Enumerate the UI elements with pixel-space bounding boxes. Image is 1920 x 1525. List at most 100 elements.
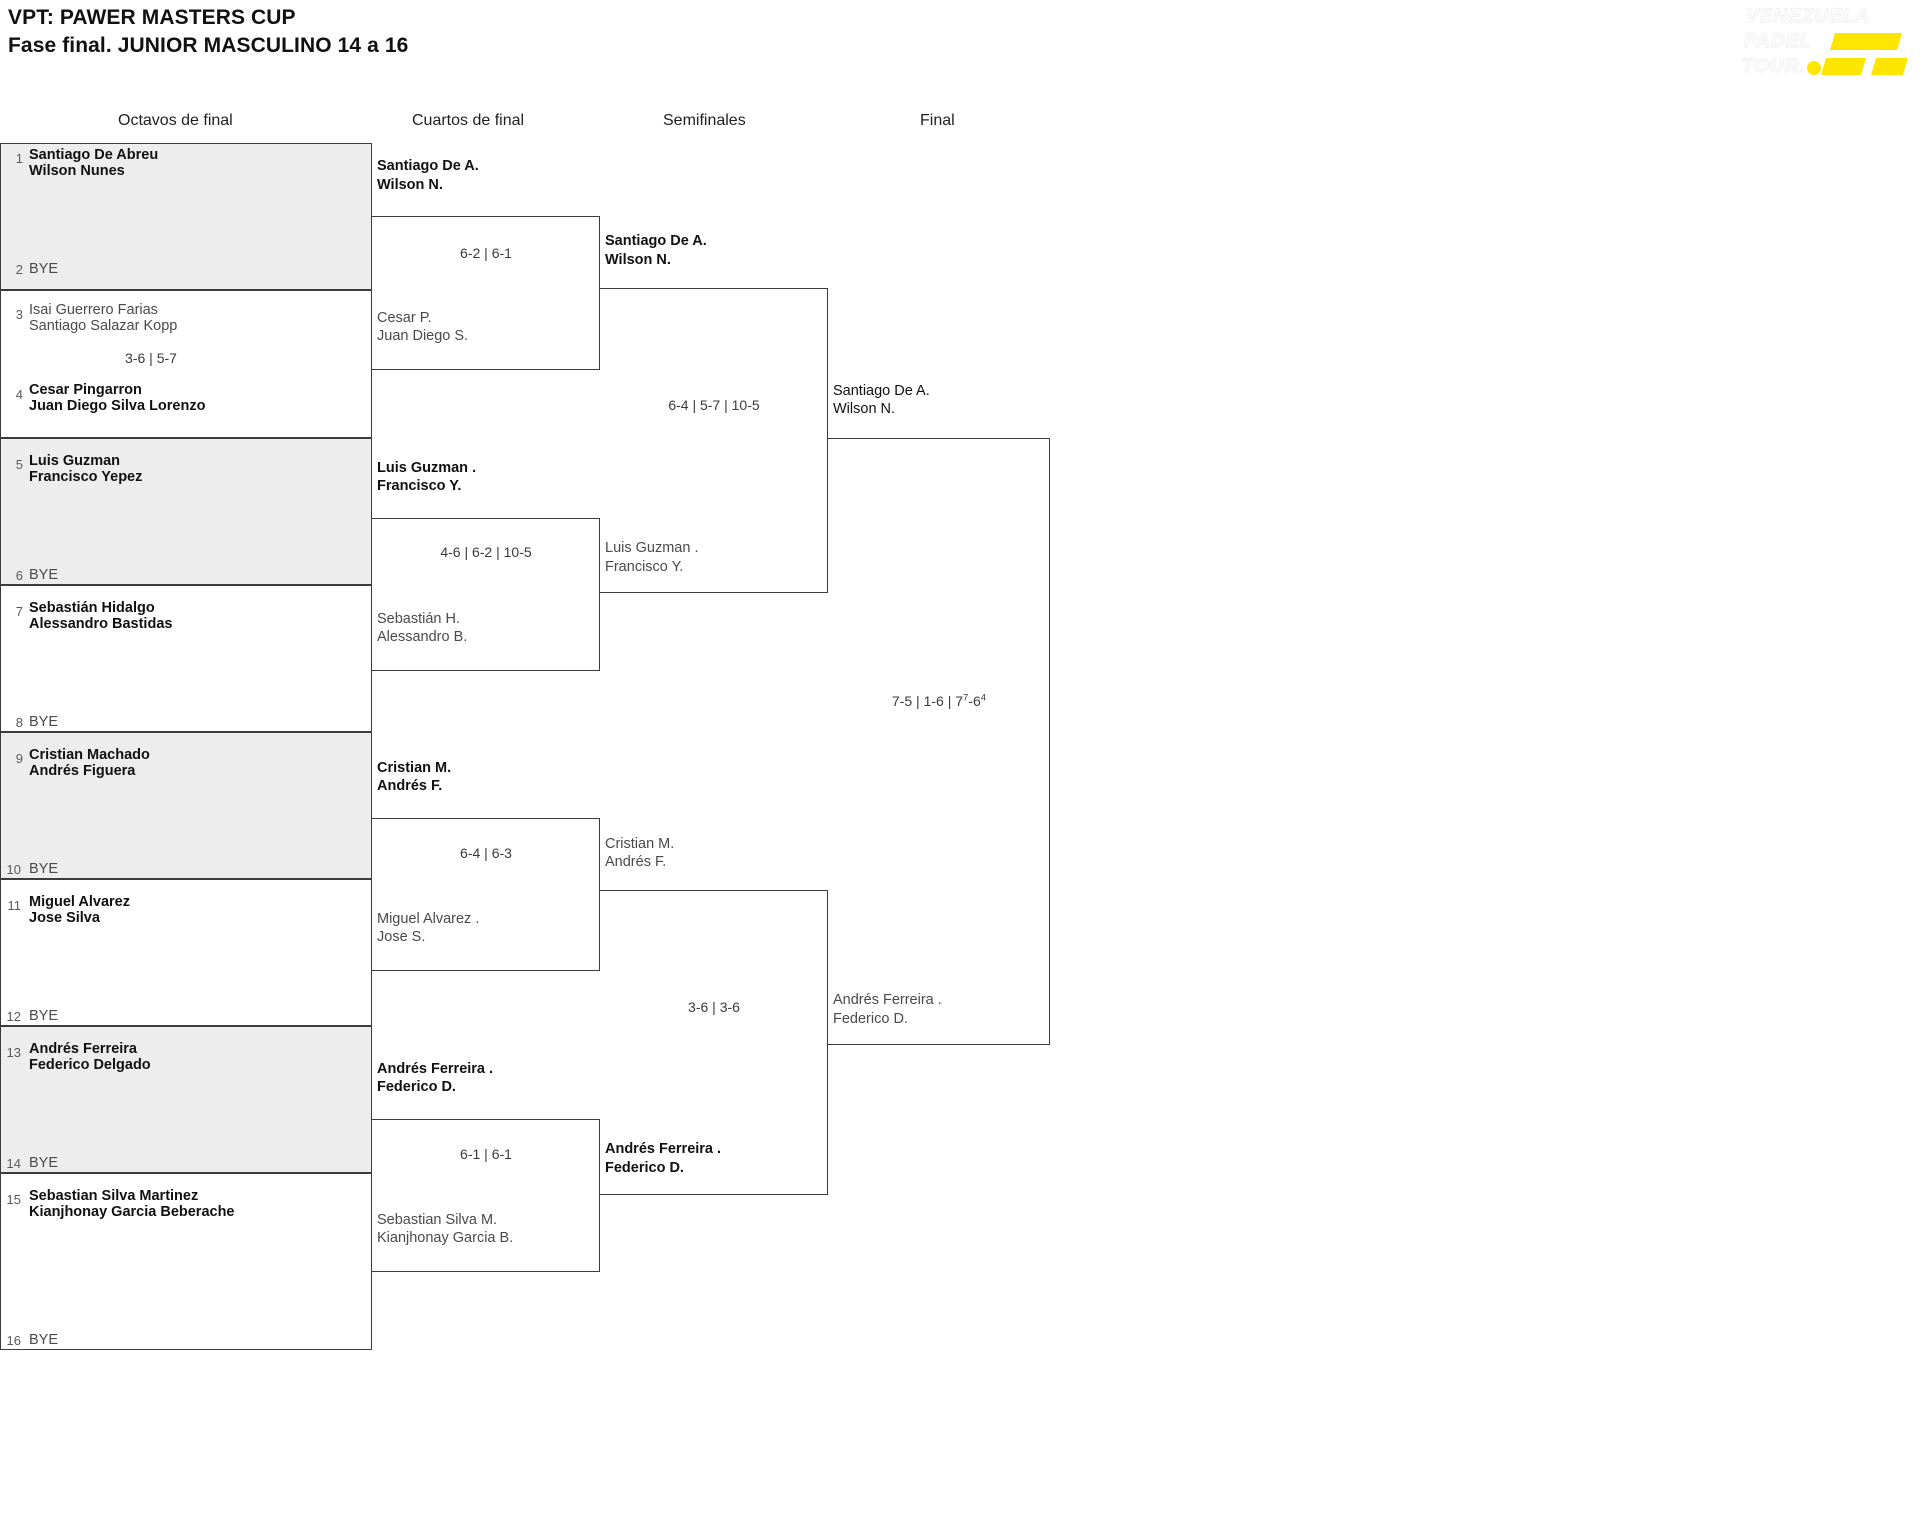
- team-player-1: Santiago De A.: [377, 158, 479, 174]
- column-header-final: Final: [920, 112, 955, 129]
- seed-number: 11: [7, 898, 22, 913]
- team-player-2: Federico D.: [377, 1079, 456, 1095]
- bye-label: BYE: [29, 714, 59, 730]
- team-player-1: Andrés Ferreira .: [377, 1061, 494, 1077]
- r16-match-5[interactable]: 9 Cristian Machado Andrés Figuera 10 BYE: [0, 732, 372, 879]
- seed-number: 15: [6, 1192, 21, 1207]
- sf-match-box: [600, 890, 828, 1195]
- team-player-1: Santiago De Abreu: [29, 147, 159, 163]
- column-header-semifinales: Semifinales: [663, 112, 746, 129]
- venezuela-padel-tour-logo: VENEZUELA PADEL TOUR.: [1730, 2, 1912, 84]
- r16-match-4[interactable]: 7 Sebastián Hidalgo Alessandro Bastidas …: [0, 585, 372, 732]
- r16-match-7[interactable]: 13 Andrés Ferreira Federico Delgado 14 B…: [0, 1026, 372, 1173]
- qf-match-box: [372, 216, 600, 370]
- r16-match-8[interactable]: 15 Sebastian Silva Martinez Kianjhonay G…: [0, 1173, 372, 1350]
- team-player-2: Federico Delgado: [29, 1057, 151, 1073]
- logo-graphic: VENEZUELA PADEL TOUR.: [1741, 5, 1908, 78]
- seed-number: 10: [6, 862, 21, 877]
- team-player-1: Sebastián Hidalgo: [29, 600, 155, 616]
- qf-score: 4-6 | 6-2 | 10-5: [440, 544, 532, 560]
- team-player-2: Andrés F.: [377, 778, 443, 794]
- seed-number: 3: [15, 307, 23, 322]
- r16-match-2[interactable]: 3 Isai Guerrero Farias Santiago Salazar …: [0, 290, 372, 438]
- bye-label: BYE: [29, 1008, 59, 1024]
- seed-number: 8: [15, 715, 23, 730]
- team-player-2: Francisco Yepez: [29, 469, 143, 485]
- seed-number: 1: [15, 151, 23, 166]
- seed-number: 12: [6, 1009, 21, 1024]
- r16-match-1[interactable]: 1 Santiago De Abreu Wilson Nunes 2 BYE: [0, 143, 372, 290]
- team-player-2: Francisco Y.: [605, 559, 684, 575]
- team-player-1: Cristian M.: [377, 760, 452, 776]
- team-player-2: Wilson N.: [605, 252, 671, 268]
- team-player-2: Federico D.: [833, 1011, 908, 1027]
- team-player-2: Santiago Salazar Kopp: [29, 318, 178, 334]
- sf-match-box: [600, 288, 828, 593]
- bye-label: BYE: [29, 861, 59, 877]
- team-player-1: Cesar Pingarron: [29, 382, 142, 398]
- team-player-1: Miguel Alvarez .: [377, 911, 480, 927]
- team-player-2: Wilson Nunes: [29, 163, 125, 179]
- final-score: 7-5 | 1-6 | 77-64: [828, 693, 1050, 709]
- team-player-2: Wilson N.: [833, 401, 896, 417]
- team-player-2: Andrés F.: [605, 854, 667, 870]
- seed-number: 16: [6, 1333, 21, 1348]
- sf-score: 6-4 | 5-7 | 10-5: [668, 397, 760, 413]
- r16-score: 3-6 | 5-7: [125, 350, 177, 366]
- team-player-1: Santiago De A.: [833, 383, 930, 399]
- seed-number: 13: [6, 1045, 21, 1060]
- qf-match-box: [372, 818, 600, 971]
- column-header-cuartos: Cuartos de final: [412, 112, 525, 129]
- qf-score: 6-1 | 6-1: [460, 1146, 512, 1162]
- team-player-1: Miguel Alvarez: [29, 894, 130, 910]
- final-score-tiebreak-2: 4: [980, 692, 987, 704]
- qf-score: 6-4 | 6-3: [460, 845, 512, 861]
- qf-match-box: [372, 518, 600, 671]
- page-title: VPT: PAWER MASTERS CUP Fase final. JUNIO…: [8, 4, 408, 60]
- team-player-1: Andrés Ferreira: [29, 1041, 137, 1057]
- team-player-2: Andrés Figuera: [29, 763, 136, 779]
- seed-number: 7: [15, 604, 23, 619]
- team-player-1: Luis Guzman .: [377, 460, 477, 476]
- team-player-1: Sebastian Silva Martinez: [29, 1188, 199, 1204]
- team-player-1: Cristian Machado: [29, 747, 150, 763]
- logo-text-padel: PADEL: [1744, 31, 1812, 52]
- team-player-2: Kianjhonay Garcia Beberache: [29, 1204, 235, 1220]
- team-player-2: Juan Diego S.: [377, 328, 469, 344]
- team-player-2: Jose S.: [377, 929, 426, 945]
- team-player-2: Jose Silva: [29, 910, 100, 926]
- seed-number: 6: [15, 568, 23, 583]
- team-player-2: Alessandro B.: [377, 629, 468, 645]
- seed-number: 4: [15, 387, 23, 402]
- team-player-2: Alessandro Bastidas: [29, 616, 173, 632]
- bye-label: BYE: [29, 261, 59, 277]
- bye-label: BYE: [29, 1155, 59, 1171]
- team-player-1: Cristian M.: [605, 836, 675, 852]
- final-match-box: [828, 438, 1050, 1045]
- r16-match-6[interactable]: 11 Miguel Alvarez Jose Silva 12 BYE: [0, 879, 372, 1026]
- title-line-1: VPT: PAWER MASTERS CUP: [8, 6, 296, 29]
- logo-text-venezuela: VENEZUELA: [1746, 6, 1870, 27]
- team-player-2: Federico D.: [605, 1160, 684, 1176]
- seed-number: 9: [15, 751, 23, 766]
- sf-score: 3-6 | 3-6: [688, 999, 740, 1015]
- column-header-octavos: Octavos de final: [118, 112, 233, 129]
- title-line-2: Fase final. JUNIOR MASCULINO 14 a 16: [8, 34, 409, 57]
- team-player-2: Juan Diego Silva Lorenzo: [29, 398, 206, 414]
- final-score-seg-2: -6: [968, 693, 981, 709]
- seed-number: 2: [15, 262, 23, 277]
- team-player-1: Andrés Ferreira .: [833, 992, 942, 1008]
- r16-match-3[interactable]: 5 Luis Guzman Francisco Yepez 6 BYE: [0, 438, 372, 585]
- team-player-1: Andrés Ferreira .: [605, 1141, 722, 1157]
- logo-text-tour: TOUR.: [1742, 56, 1806, 77]
- qf-score: 6-2 | 6-1: [460, 245, 512, 261]
- team-player-1: Cesar P.: [377, 310, 432, 326]
- team-player-2: Kianjhonay Garcia B.: [377, 1230, 514, 1246]
- seed-number: 14: [6, 1156, 21, 1171]
- team-player-1: Isai Guerrero Farias: [29, 302, 158, 318]
- team-player-1: Luis Guzman .: [605, 540, 699, 556]
- bye-label: BYE: [29, 567, 59, 583]
- seed-number: 5: [15, 457, 23, 472]
- team-player-1: Santiago De A.: [605, 233, 707, 249]
